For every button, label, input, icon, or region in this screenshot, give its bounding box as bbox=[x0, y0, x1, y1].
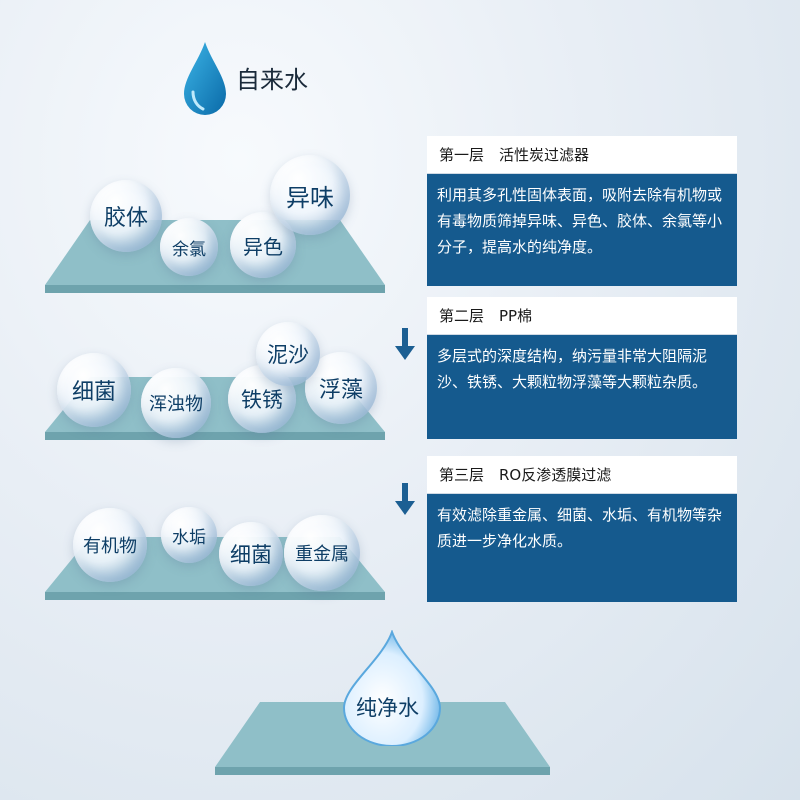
bubble-colloid: 胶体 bbox=[90, 180, 162, 252]
layer-1-heading: 第一层 活性炭过滤器 bbox=[427, 136, 737, 174]
layer-3-panel: 第三层 RO反渗透膜过滤 有效滤除重金属、细菌、水垢、有机物等杂质进一步净化水质… bbox=[427, 456, 737, 602]
bubble-turbidity: 浑浊物 bbox=[141, 368, 211, 438]
bubble-bacteria-2: 细菌 bbox=[219, 522, 283, 586]
bubble-silt: 泥沙 bbox=[256, 322, 320, 386]
pure-water-drop-icon bbox=[340, 629, 444, 747]
bubble-odor: 异味 bbox=[270, 155, 350, 235]
layer-3-description: 有效滤除重金属、细菌、水垢、有机物等杂质进一步净化水质。 bbox=[427, 494, 737, 602]
bubble-algae: 浮藻 bbox=[305, 352, 377, 424]
bubble-bacteria: 细菌 bbox=[57, 353, 131, 427]
layer-2-description: 多层式的深度结构，纳污量非常大阻隔泥沙、铁锈、大颗粒物浮藻等大颗粒杂质。 bbox=[427, 335, 737, 439]
tap-water-drop-icon bbox=[182, 40, 228, 118]
arrow-down-icon-2 bbox=[395, 483, 415, 515]
bubble-organic-matter: 有机物 bbox=[73, 508, 147, 582]
bubble-heavy-metals: 重金属 bbox=[284, 515, 360, 591]
layer-3-heading: 第三层 RO反渗透膜过滤 bbox=[427, 456, 737, 494]
bubble-residual-chlorine: 余氯 bbox=[160, 218, 218, 276]
pure-water-label: 纯净水 bbox=[356, 696, 419, 720]
arrow-down-icon-1 bbox=[395, 328, 415, 360]
tap-water-label: 自来水 bbox=[236, 66, 308, 94]
layer-2-panel: 第二层 PP棉 多层式的深度结构，纳污量非常大阻隔泥沙、铁锈、大颗粒物浮藻等大颗… bbox=[427, 297, 737, 439]
bubble-scale: 水垢 bbox=[161, 507, 217, 563]
layer-2-heading: 第二层 PP棉 bbox=[427, 297, 737, 335]
layer-1-description: 利用其多孔性固体表面，吸附去除有机物或有毒物质筛掉异味、异色、胶体、余氯等小分子… bbox=[427, 174, 737, 286]
layer-1-panel: 第一层 活性炭过滤器 利用其多孔性固体表面，吸附去除有机物或有毒物质筛掉异味、异… bbox=[427, 136, 737, 286]
